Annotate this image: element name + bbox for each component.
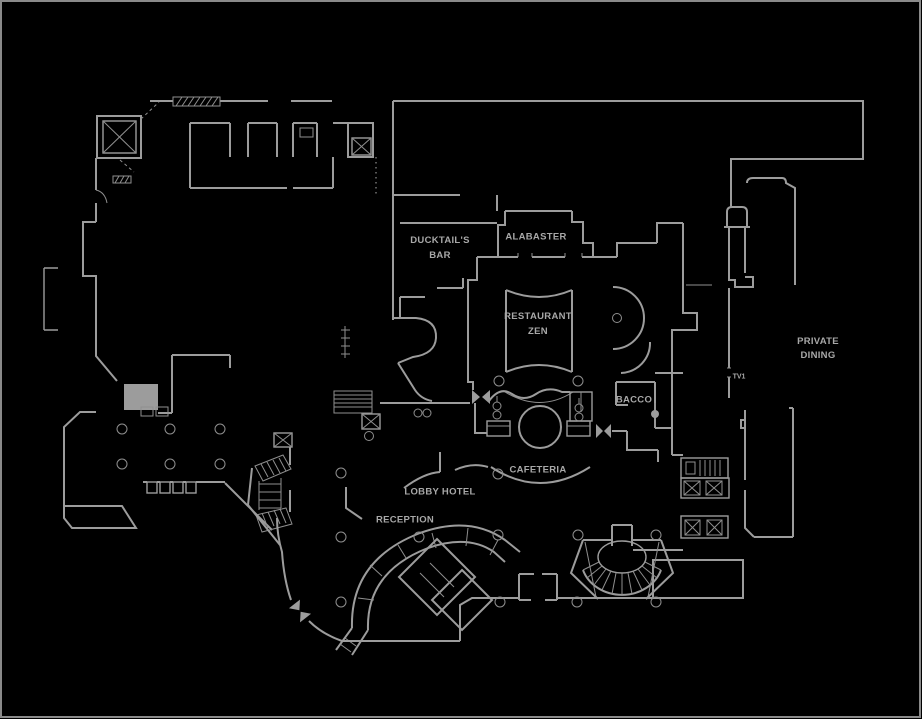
room-label-lobby-hotel: LOBBY HOTEL <box>404 486 476 498</box>
private-dining-walls <box>740 407 794 538</box>
alabaster-walls <box>497 210 683 258</box>
round-bar-icon <box>518 405 562 449</box>
escalator-icon <box>246 432 293 546</box>
restaurant-zen-walls <box>467 256 652 390</box>
door-icon <box>288 599 312 623</box>
hatch-wall-small <box>112 175 132 184</box>
room-label-restaurant-zen: RESTAURANT ZEN <box>504 311 572 337</box>
vestibule <box>518 573 558 601</box>
pier-row <box>143 481 273 531</box>
lobby-walls <box>333 390 489 520</box>
room-label-alabaster: ALABASTER <box>505 231 567 243</box>
top-right-corridor <box>393 100 864 456</box>
door-tag-label: TV1 <box>732 373 746 381</box>
elevator-icon <box>96 115 142 159</box>
room-label-reception: RECEPTION <box>375 514 435 526</box>
hatch-wall <box>172 96 221 107</box>
reception-desk <box>335 524 521 656</box>
column-icons <box>116 375 662 608</box>
cafeteria-walls <box>474 388 593 484</box>
right-equipment <box>680 457 730 539</box>
service-elevator-icon <box>347 122 374 158</box>
door-bowtie-icons <box>472 390 611 438</box>
ducktails-bar-walls <box>341 222 497 402</box>
service-wing <box>95 96 498 320</box>
room-label-ducktails-bar: DUCKTAIL'S BAR <box>410 235 470 261</box>
curved-lobby-wall <box>276 517 343 642</box>
bacco-walls <box>612 381 672 462</box>
sconce-icon <box>492 396 584 422</box>
left-perimeter-walls <box>43 221 138 529</box>
zen-carpet <box>505 289 573 373</box>
room-label-cafeteria: CAFETERIA <box>509 464 567 476</box>
bottom-walls <box>342 549 744 642</box>
fireplace-block <box>124 354 231 417</box>
room-label-private-dining: PRIVATE DINING <box>797 336 839 361</box>
spiral-stair-icon <box>569 524 675 600</box>
valve-icon <box>651 403 659 426</box>
room-label-bacco: BACCO <box>615 394 653 406</box>
